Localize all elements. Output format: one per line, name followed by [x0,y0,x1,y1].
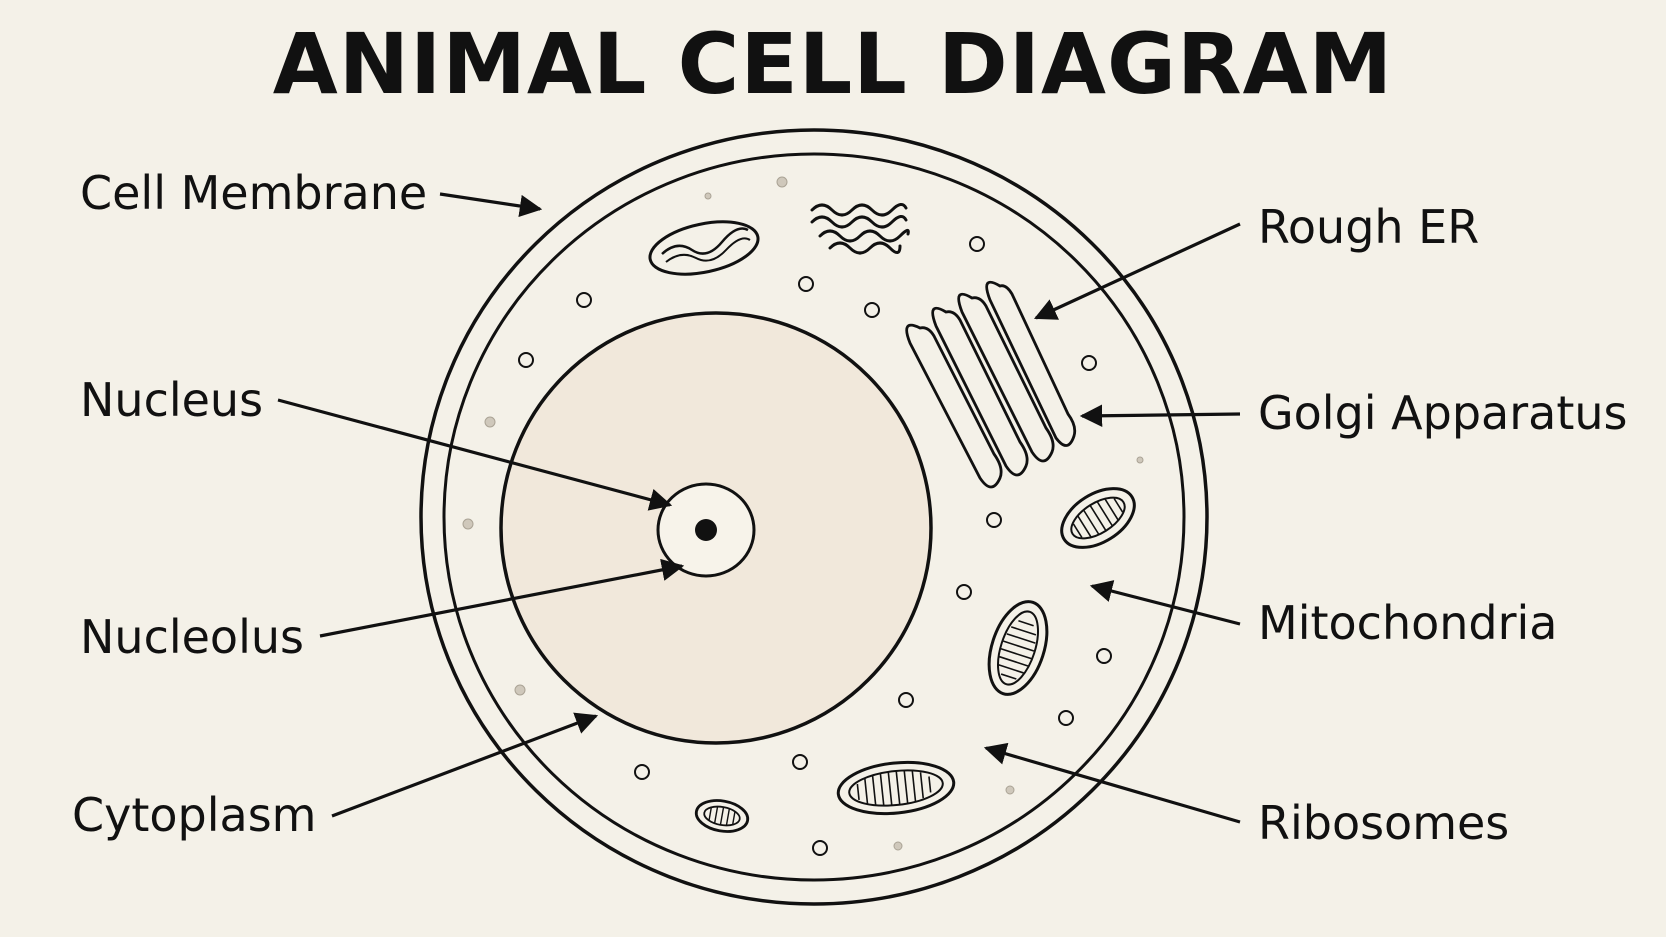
nucleolus-core [695,519,717,541]
label-nucleolus: Nucleolus [80,610,304,664]
label-cell-membrane: Cell Membrane [80,166,428,220]
cytoplasm-granules [462,176,1144,851]
arrow-golgi [1079,404,1241,427]
arrow-ribosomes [983,742,1241,824]
mitochondrion-center [987,600,1049,696]
mitochondrion-small [694,799,750,833]
label-cytoplasm: Cytoplasm [72,788,317,842]
arrow-nucleus [277,398,673,511]
arrow-rough-er [1033,222,1241,320]
rough-er-shape [810,203,910,255]
ribosomes-shape [518,236,1112,856]
diagram-title: ANIMAL CELL DIAGRAM [272,15,1394,113]
label-mitochondria: Mitochondria [1258,596,1558,650]
label-golgi: Golgi Apparatus [1258,386,1628,440]
pointer-arrows [277,192,1241,824]
arrow-cytoplasm [331,712,599,818]
arrow-cell-membrane [439,192,543,218]
golgi-shape [905,280,1077,489]
label-rough-er: Rough ER [1258,200,1480,254]
arrow-mitochondria [1089,580,1241,626]
mitochondrion-right [1060,487,1136,549]
label-ribosomes: Ribosomes [1258,796,1510,850]
label-nucleus: Nucleus [80,373,264,427]
mitochondrion-top-left [648,220,760,276]
arrow-nucleolus [319,558,685,638]
mitochondrion-bottom [836,760,956,816]
